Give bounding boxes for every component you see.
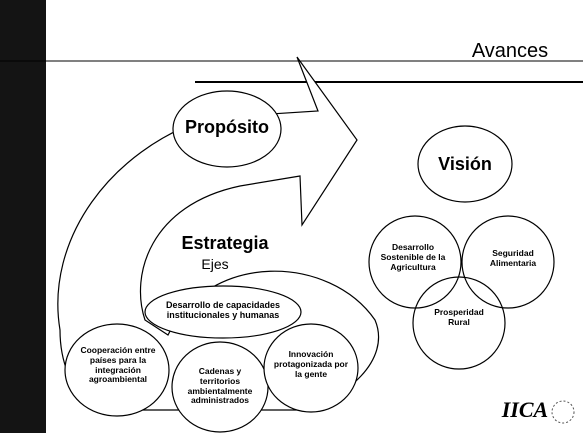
vision-seguridad-label: Seguridad Alimentaria xyxy=(489,248,537,268)
eje-cooperacion-oval xyxy=(64,323,170,417)
eje-cadenas-label: Cadenas y territorios ambientalmente adm… xyxy=(187,366,253,406)
venn-seguridad-circle xyxy=(461,215,555,309)
eje-cooperacion-label: Cooperación entre países para la integra… xyxy=(80,345,156,385)
vision-desarrollo-label: Desarrollo Sostenible de la Agricultura xyxy=(380,242,446,272)
proposito-label: Propósito xyxy=(185,117,269,137)
eje-capacidades-oval xyxy=(144,285,302,339)
eje-innovacion-label: Innovación protagonizada por la gente xyxy=(273,349,349,379)
logo-globe xyxy=(551,400,575,424)
eje-capacidades-label: Desarrollo de capacidades institucionale… xyxy=(165,300,281,321)
vision-prosperidad-label: Prosperidad Rural xyxy=(434,307,484,327)
eje-innovacion-oval xyxy=(263,323,359,413)
vision-oval xyxy=(417,125,513,203)
iica-logo-text: IICA xyxy=(501,397,549,422)
slide-title: Avances xyxy=(471,40,549,62)
estrategia-label: Estrategia xyxy=(181,233,269,253)
ejes-label: Ejes xyxy=(201,256,229,272)
proposito-oval xyxy=(172,90,282,168)
left-bar xyxy=(0,0,46,433)
venn-prosperidad-circle xyxy=(412,276,506,370)
vision-label: Visión xyxy=(438,154,492,174)
